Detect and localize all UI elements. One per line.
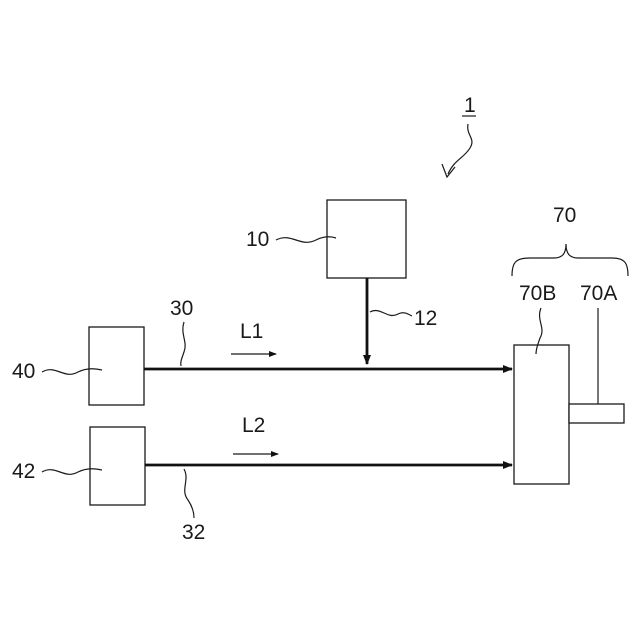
figure-ref-pointer	[448, 124, 472, 174]
box-40	[89, 327, 144, 405]
box-10	[327, 200, 406, 278]
line-30-label: 30	[170, 297, 193, 320]
box-42-label: 42	[12, 460, 35, 483]
flow-l2-label: L2	[242, 414, 265, 437]
box-70a-label: 70A	[580, 282, 617, 305]
line-12-label: 12	[414, 307, 437, 330]
group-70-brace	[512, 244, 628, 276]
line-30-leader	[181, 322, 185, 366]
box-70b-label: 70B	[519, 282, 556, 305]
box-70a	[569, 404, 624, 423]
figure-ref-label: 1	[464, 94, 476, 117]
line-32-label: 32	[182, 521, 205, 544]
box-40-label: 40	[12, 360, 35, 383]
box-42	[90, 427, 145, 505]
box-10-label: 10	[246, 228, 269, 251]
box-70b	[514, 345, 569, 484]
flow-l1-label: L1	[240, 320, 263, 343]
line-32-leader	[184, 469, 194, 518]
group-70-label: 70	[553, 204, 576, 227]
line-12-leader	[370, 310, 412, 316]
